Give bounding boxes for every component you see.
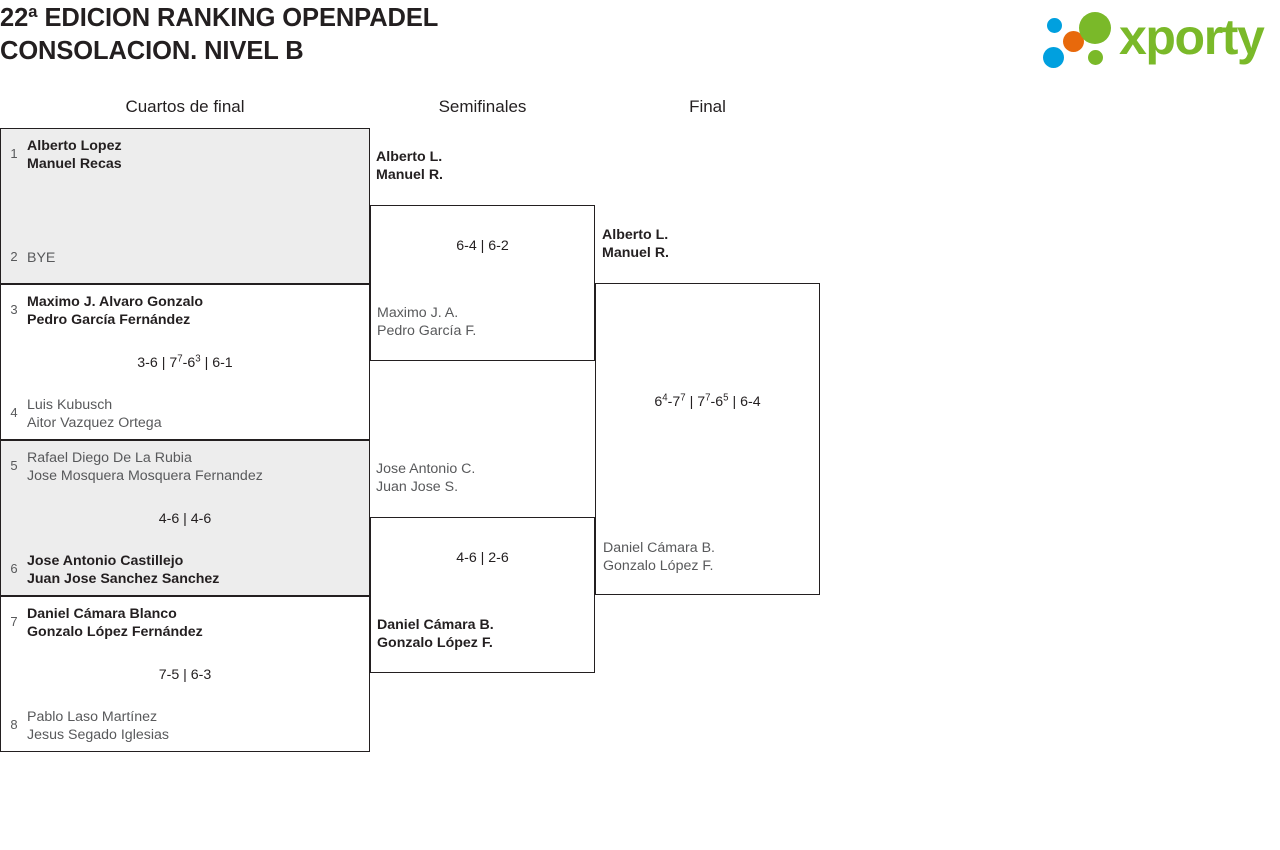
team-bottom: Maximo J. A. Pedro García F. — [377, 305, 477, 340]
team-top: Alberto Lopez Manuel Recas — [27, 138, 122, 173]
team-bottom: Pablo Laso Martínez Jesus Segado Iglesia… — [27, 709, 169, 744]
seed-number: 8 — [10, 717, 18, 732]
seed-number: 4 — [10, 405, 18, 420]
team-bottom: Daniel Cámara B. Gonzalo López F. — [377, 617, 494, 652]
team-top: Rafael Diego De La Rubia Jose Mosquera M… — [27, 450, 263, 485]
column-header-label: Cuartos de final — [125, 97, 245, 116]
team-top: Maximo J. Alvaro Gonzalo Pedro García Fe… — [27, 294, 204, 329]
match-sf-2[interactable]: 4-6 | 2-6 Daniel Cámara B. Gonzalo López… — [370, 517, 595, 673]
column-header-label: Semifinales — [438, 97, 527, 116]
match-score: 4-6 | 4-6 — [158, 511, 212, 527]
seed-number: 7 — [10, 614, 18, 629]
match-sf-1[interactable]: 6-4 | 6-2 Maximo J. A. Pedro García F. — [370, 205, 595, 361]
xporty-logo: xporty — [1041, 6, 1273, 68]
column-header-quarterfinals: Cuartos de final — [0, 96, 370, 118]
match-score: 3-6 | 77-63 | 6-1 — [137, 353, 233, 371]
match-qf-1[interactable]: 1 Alberto Lopez Manuel Recas 2 BYE — [0, 128, 370, 284]
logo-dot-green-small — [1088, 50, 1103, 65]
match-qf-4[interactable]: 7 Daniel Cámara Blanco Gonzalo López Fer… — [0, 596, 370, 752]
logo-dot-orange — [1063, 31, 1084, 52]
match-qf-2[interactable]: 3 Maximo J. Alvaro Gonzalo Pedro García … — [0, 284, 370, 440]
match-score: 6-4 | 6-2 — [456, 238, 509, 254]
team-bottom: BYE — [27, 250, 56, 266]
seed-number: 3 — [10, 302, 18, 317]
logo-dot-blue-large — [1043, 47, 1064, 68]
match-qf-3[interactable]: 5 Rafael Diego De La Rubia Jose Mosquera… — [0, 440, 370, 596]
semifinal-2-team-top: Jose Antonio C. Juan Jose S. — [376, 461, 476, 496]
logo-dot-blue-small — [1047, 18, 1062, 33]
column-header-final: Final — [595, 96, 820, 118]
semifinal-1-team-top: Alberto L. Manuel R. — [376, 149, 444, 184]
match-final[interactable]: 64-77 | 77-65 | 6-4 Daniel Cámara B. Gon… — [595, 283, 820, 595]
match-score: 7-5 | 6-3 — [158, 667, 212, 683]
seed-number: 5 — [10, 458, 18, 473]
final-team-top: Alberto L. Manuel R. — [602, 227, 670, 262]
column-header-semifinals: Semifinales — [370, 96, 595, 118]
logo-dot-green-large — [1079, 12, 1111, 44]
team-bottom: Daniel Cámara B. Gonzalo López F. — [603, 540, 715, 575]
seed-number: 2 — [10, 249, 18, 264]
seed-number: 1 — [10, 146, 18, 161]
team-bottom: Jose Antonio Castillejo Juan Jose Sanche… — [27, 553, 220, 588]
match-score: 64-77 | 77-65 | 6-4 — [654, 392, 761, 410]
column-header-label: Final — [689, 97, 726, 116]
team-top: Daniel Cámara Blanco Gonzalo López Ferná… — [27, 606, 203, 641]
seed-number: 6 — [10, 561, 18, 576]
logo-wordmark: xporty — [1119, 9, 1265, 65]
match-score: 4-6 | 2-6 — [456, 550, 509, 566]
team-bottom: Luis Kubusch Aitor Vazquez Ortega — [27, 397, 162, 432]
page-title: 22ª EDICION RANKING OPENPADEL CONSOLACIO… — [0, 4, 439, 66]
